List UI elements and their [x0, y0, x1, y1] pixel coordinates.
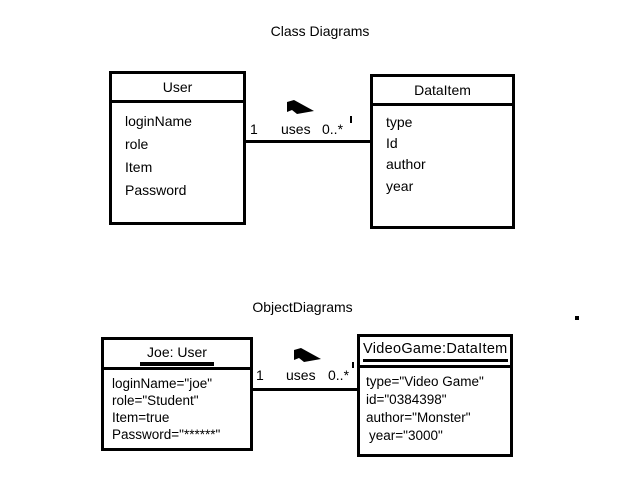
attribute: author — [386, 156, 426, 172]
attribute: role — [125, 136, 149, 152]
class-diagram-title: Class Diagrams — [270, 23, 370, 39]
association-line-class — [246, 140, 370, 143]
object-diagram-title: ObjectDiagrams — [252, 299, 353, 315]
multiplicity-to: 0..* — [328, 367, 350, 383]
object-title-videogame: VideoGame:DataItem — [360, 337, 510, 368]
class-name-dataitem: DataItem — [373, 77, 512, 106]
attribute: type="Video Game" — [366, 374, 484, 389]
multiplicity-from: 1 — [250, 121, 258, 137]
attribute: Item=true — [112, 410, 170, 425]
class-name-user: User — [112, 74, 243, 103]
attribute: author="Monster" — [366, 410, 471, 425]
direction-arrow-icon — [287, 100, 314, 114]
object-attributes-videogame: type="Video Game" id="0384398" author="M… — [360, 368, 510, 445]
association-line-object — [253, 388, 357, 391]
object-name-videogame: VideoGame:DataItem — [363, 339, 508, 362]
attribute: loginName="joe" — [112, 376, 213, 391]
attribute: Password="******" — [112, 427, 221, 442]
stray-dot-artifact — [575, 316, 579, 320]
attribute: loginName — [125, 113, 192, 129]
attribute: Item — [125, 159, 153, 175]
stray-tick-mark — [350, 116, 352, 123]
object-title-joe: Joe: User — [104, 340, 250, 370]
class-box-dataitem: DataItem type Id author year — [370, 74, 515, 229]
attribute: year="3000" — [369, 428, 443, 443]
object-box-joe: Joe: User loginName="joe" role="Student"… — [101, 337, 253, 451]
class-attributes-user: loginName role Item Password — [112, 103, 243, 202]
class-attributes-dataitem: type Id author year — [373, 106, 512, 197]
attribute: Id — [386, 135, 398, 151]
direction-arrow-icon — [294, 348, 321, 362]
object-attributes-joe: loginName="joe" role="Student" Item=true… — [104, 370, 250, 443]
association-name: uses — [281, 121, 311, 137]
class-box-user: User loginName role Item Password — [109, 71, 246, 225]
association-name: uses — [286, 367, 316, 383]
multiplicity-to: 0..* — [322, 121, 344, 137]
object-name-joe: Joe: User — [140, 343, 214, 366]
multiplicity-from: 1 — [256, 367, 264, 383]
attribute: year — [386, 178, 414, 194]
attribute: type — [386, 114, 413, 130]
attribute: id="0384398" — [366, 392, 447, 407]
attribute: Password — [125, 182, 187, 198]
object-box-videogame: VideoGame:DataItem type="Video Game" id=… — [357, 334, 513, 457]
attribute: role="Student" — [112, 393, 199, 408]
stray-tick-mark — [352, 362, 354, 368]
